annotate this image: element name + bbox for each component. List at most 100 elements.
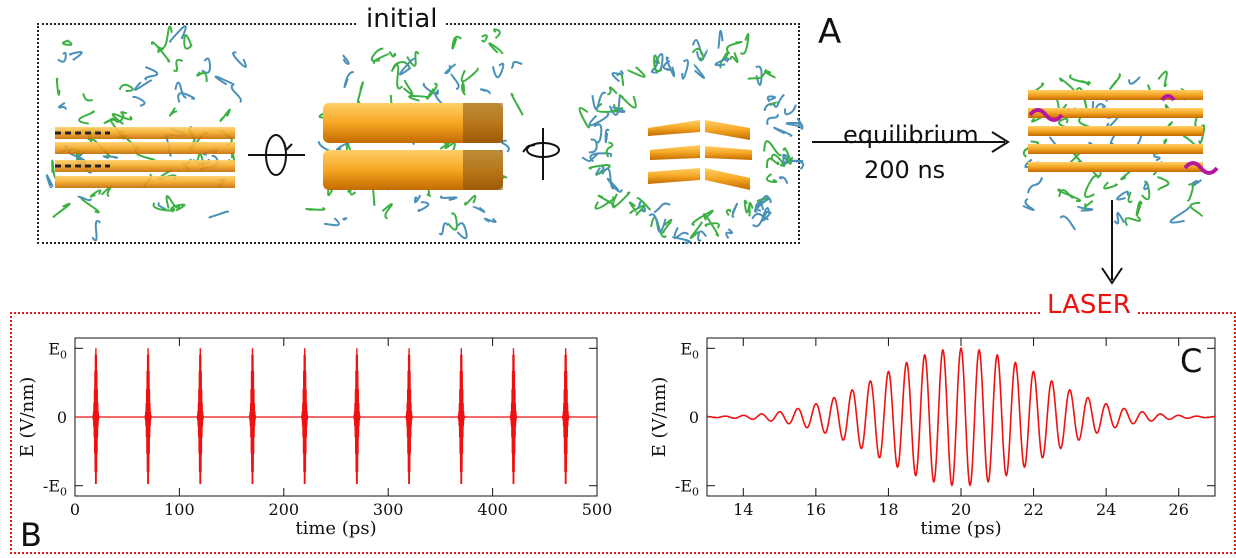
coil-strand	[118, 111, 128, 123]
coil-strand	[719, 51, 729, 69]
coil-strand	[639, 204, 647, 213]
coil-strand	[439, 195, 458, 202]
coil-strand	[150, 41, 171, 63]
coil-strand	[673, 226, 690, 240]
coil-strand	[725, 228, 734, 239]
x-tick-label: 20	[951, 500, 971, 519]
coil-strand	[1189, 201, 1204, 217]
coil-strand	[653, 202, 671, 214]
coil-strand	[510, 60, 523, 69]
coil-strand	[763, 102, 776, 112]
coil-strand	[196, 71, 208, 82]
coil-strand	[100, 185, 112, 198]
coil-strand	[62, 39, 73, 46]
pulse-mark	[91, 348, 100, 485]
fibril-cross-section	[648, 120, 752, 190]
down-arrow	[1101, 200, 1123, 285]
coil-strand	[1143, 181, 1150, 191]
coil-strand	[636, 197, 651, 211]
coil-strand	[165, 195, 181, 209]
coil-strand	[219, 108, 231, 122]
coil-strand	[447, 212, 458, 231]
y-axis-label: E (V/nm)	[649, 377, 670, 458]
coil-strand	[372, 53, 390, 65]
coil-strand	[748, 202, 754, 217]
initial-label: initial	[358, 4, 446, 34]
coil-strand	[661, 218, 673, 234]
coil-strand	[370, 47, 384, 62]
coil-strand	[703, 213, 720, 237]
coil-strand	[82, 93, 93, 102]
coil-strand	[156, 25, 173, 50]
coil-strand	[778, 176, 789, 185]
coil-strand	[1186, 183, 1194, 202]
pulse-mark	[352, 348, 361, 485]
coil-strand	[417, 201, 430, 213]
coil-strand	[177, 92, 196, 103]
x-tick-label: 500	[582, 500, 613, 519]
coil-strand	[756, 198, 772, 209]
coil-strand	[1068, 74, 1091, 85]
coil-strand	[1103, 181, 1118, 190]
coil-strand	[761, 210, 772, 222]
coil-strand	[152, 202, 176, 212]
coil-strand	[610, 106, 626, 113]
coil-strand	[492, 28, 501, 40]
coil-strand	[413, 194, 422, 204]
panel-c-label: C	[1180, 342, 1203, 380]
coil-strand	[604, 128, 610, 144]
coil-strand	[672, 236, 691, 244]
coil-strand	[766, 113, 779, 125]
equilibrium-time-label: 200 ns	[864, 156, 946, 184]
coil-ring	[578, 30, 805, 244]
pulse-mark	[457, 348, 466, 485]
coil-strand	[648, 213, 667, 233]
coil-strand	[1027, 177, 1044, 194]
coil-strand	[132, 95, 146, 107]
coil-strand	[1157, 70, 1168, 88]
coil-strand	[464, 194, 477, 206]
coil-strand	[754, 194, 770, 213]
coil-strand	[174, 81, 187, 99]
coil-strand	[588, 138, 598, 154]
coil-strand	[784, 104, 797, 116]
coil-strand	[381, 203, 393, 220]
coil-strand	[607, 86, 618, 96]
laser-label: LASER	[1041, 290, 1137, 320]
equilibrium-label: equilibrium	[843, 121, 979, 149]
coil-strand	[1059, 215, 1076, 231]
coil-strand	[790, 159, 805, 170]
coil-strand	[693, 63, 706, 79]
coil-strand	[111, 113, 133, 125]
coil-strand	[323, 217, 340, 227]
coil-strand	[593, 123, 603, 144]
coil-strand	[460, 67, 479, 83]
molecule-illustrations	[45, 25, 1219, 285]
coil-strand	[714, 57, 730, 67]
coil-strand	[773, 93, 785, 108]
x-tick-label: 24	[1096, 500, 1116, 519]
coil-strand	[628, 201, 638, 213]
coil-strand	[1058, 189, 1074, 199]
coil-strand	[689, 221, 703, 240]
fibril-side-view	[55, 127, 235, 188]
coil-strand	[488, 42, 504, 55]
coil-strand	[426, 188, 432, 198]
fibril-front-view	[323, 103, 503, 190]
coil-strand	[168, 25, 187, 43]
coil-strand	[1135, 200, 1143, 217]
coil-strand	[479, 88, 491, 95]
coil-strand	[743, 199, 751, 214]
coil-strand	[183, 34, 193, 50]
coil-strand	[472, 206, 486, 213]
coil-strand	[1109, 73, 1121, 90]
coil-strand	[751, 212, 769, 221]
coil-strand	[785, 121, 804, 130]
coil-strand	[619, 94, 637, 109]
equilibrium-arrow	[812, 131, 1010, 153]
coil-strand	[483, 217, 497, 223]
coil-strand	[78, 110, 95, 125]
coil-strand	[1113, 211, 1125, 225]
x-tick-label: 16	[806, 500, 826, 519]
coil-strand	[653, 54, 663, 73]
